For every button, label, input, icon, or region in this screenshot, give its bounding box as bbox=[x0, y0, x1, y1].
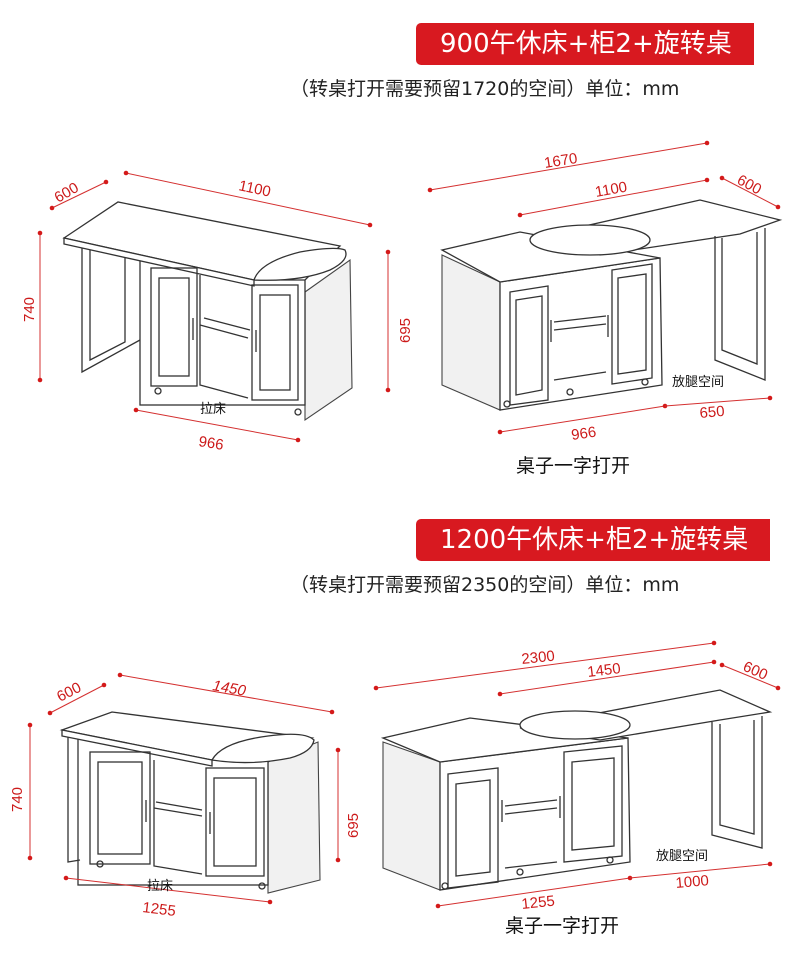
s2-open-dimension-lines bbox=[373, 640, 781, 909]
s2-open-depth-label: 600 bbox=[740, 658, 770, 684]
s1-open-leg-space-width-label: 650 bbox=[699, 403, 725, 422]
section2-banner: 1200午休床+柜2+旋转桌 bbox=[416, 519, 771, 561]
s1-open-caption: 桌子一字打开 bbox=[516, 455, 630, 477]
s2-open-total-label: 2300 bbox=[521, 648, 556, 668]
s1-open-base-width-label: 966 bbox=[570, 424, 597, 444]
s1-closed-bed-label: 拉床 bbox=[200, 402, 226, 417]
s2-open-drawing bbox=[380, 689, 773, 891]
s1-closed-depth-label: 600 bbox=[52, 179, 82, 206]
s2-closed-length-label: 1450 bbox=[211, 677, 247, 700]
s1-open-leg-space-label: 放腿空间 bbox=[672, 375, 724, 390]
section2-subtitle: （转桌打开需要预留2350的空间）单位：mm bbox=[290, 574, 680, 596]
section1-banner: 900午休床+柜2+旋转桌 bbox=[416, 23, 754, 65]
s1-open-drawing bbox=[440, 199, 783, 411]
s2-closed-height-label: 740 bbox=[9, 787, 26, 812]
s1-open-length-label: 1100 bbox=[594, 179, 629, 201]
s2-open-base-width-label: 1255 bbox=[521, 893, 556, 913]
s2-closed-base-width-label: 1255 bbox=[142, 899, 177, 920]
s2-open-leg-space-width-label: 1000 bbox=[675, 872, 710, 892]
section1-subtitle: （转桌打开需要预留1720的空间）单位：mm bbox=[290, 78, 680, 100]
s2-closed-cabinet-height-label: 695 bbox=[345, 813, 362, 838]
s1-closed-base-width-label: 966 bbox=[197, 433, 224, 454]
s2-closed-drawing bbox=[59, 711, 321, 894]
s1-closed-length-label: 1100 bbox=[237, 177, 272, 200]
s1-closed-cabinet-height-label: 695 bbox=[397, 318, 414, 343]
s2-closed-depth-label: 600 bbox=[54, 679, 84, 706]
s1-closed-dimension-lines bbox=[37, 170, 391, 443]
s2-closed-dimension-lines bbox=[27, 672, 341, 905]
s1-open-total-label: 1670 bbox=[543, 150, 579, 172]
s2-open-length-label: 1450 bbox=[586, 660, 621, 681]
s2-open-leg-space-label: 放腿空间 bbox=[656, 849, 708, 864]
s1-closed-height-label: 740 bbox=[21, 297, 38, 322]
s1-open-depth-label: 600 bbox=[734, 172, 764, 199]
s2-open-caption: 桌子一字打开 bbox=[505, 915, 619, 937]
s1-closed-drawing bbox=[62, 201, 353, 422]
s1-open-dimension-lines bbox=[427, 140, 781, 435]
s2-closed-bed-label: 拉床 bbox=[147, 879, 173, 894]
